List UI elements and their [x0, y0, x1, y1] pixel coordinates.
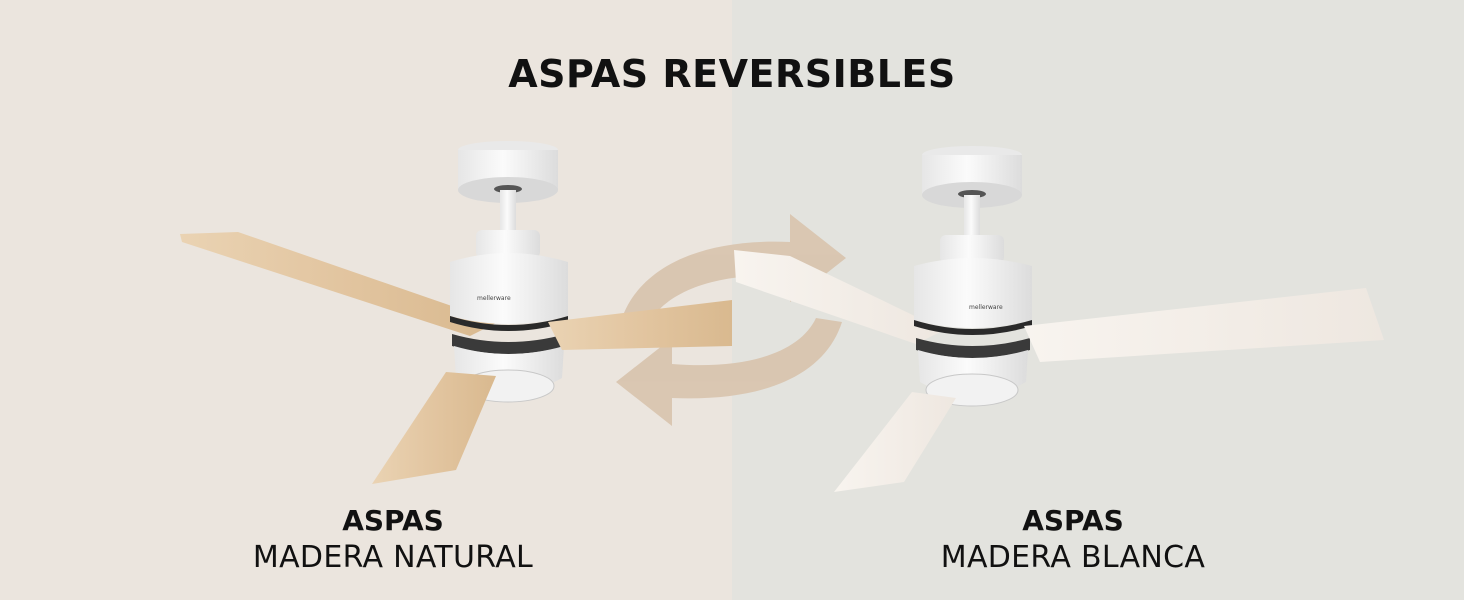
caption-natural-heading: ASPAS — [342, 504, 444, 537]
brand-mark-right: mellerware — [969, 304, 1003, 311]
blade-white-right — [1024, 288, 1384, 362]
brand-mark: mellerware — [477, 295, 511, 302]
blade-white-bottom — [834, 392, 956, 492]
caption-white-wood: ASPAS MADERA BLANCA — [863, 502, 1283, 576]
banner-title: ASPAS REVERSIBLES — [508, 52, 956, 96]
caption-white-subheading: MADERA BLANCA — [940, 540, 1206, 575]
ceiling-fan-natural-wood: mellerware — [180, 141, 732, 484]
blade-natural-bottom — [372, 372, 496, 484]
blade-natural-left — [180, 232, 498, 336]
blade-natural-right — [548, 300, 732, 350]
blade-white-left — [734, 250, 944, 344]
ceiling-fan-white-wood: mellerware — [734, 146, 1384, 492]
caption-white-heading: ASPAS — [1022, 504, 1124, 537]
caption-natural-subheading: MADERA NATURAL — [252, 540, 534, 575]
caption-natural-wood: ASPAS MADERA NATURAL — [183, 502, 603, 576]
